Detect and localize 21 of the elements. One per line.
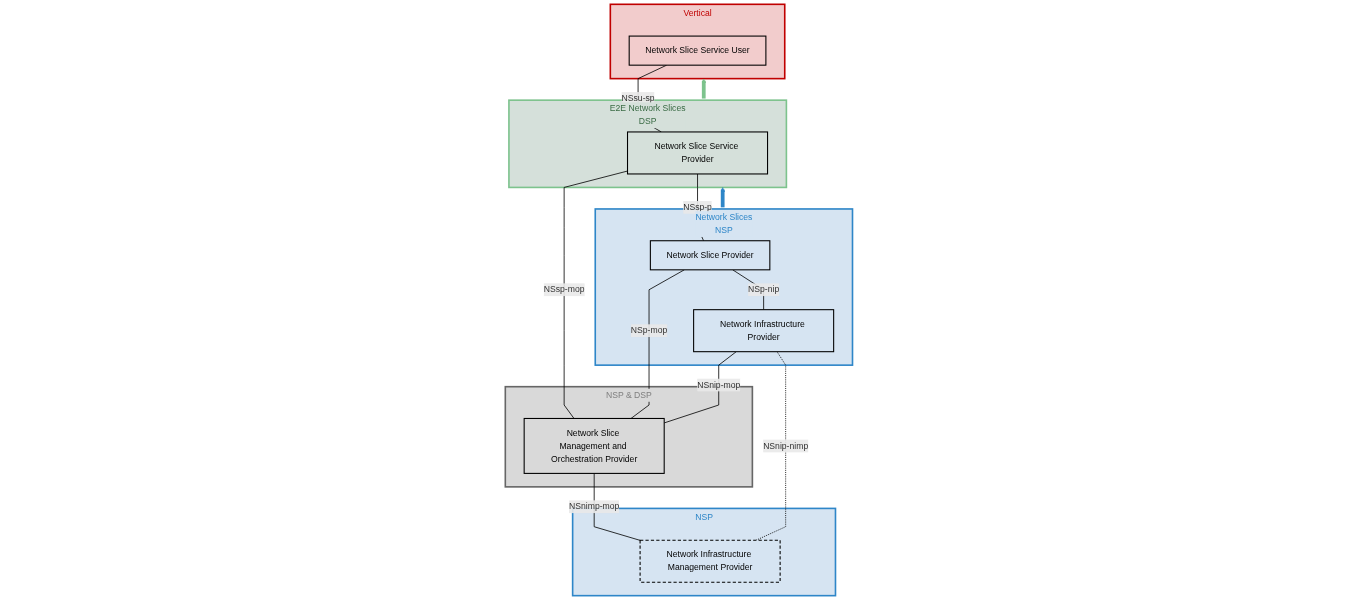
connector [755,351,786,541]
edge-label: NSnip-nimp [762,441,808,451]
node-box: Network Slice Service User [628,35,766,66]
node-box: Network Infrastructure Management Provider [639,539,781,583]
edge-label: NSsp-mop [543,284,585,295]
edge-label: NSnimp-mop [568,501,619,512]
connector [563,170,628,419]
connector [593,473,641,541]
connector [663,351,737,424]
arrow [719,187,725,208]
edge-label: NSp-mop [630,325,667,336]
edge-label: NSsp-p [682,202,712,212]
edge-label: NSsu-sp [621,93,655,103]
arrow [701,78,706,99]
node-box: Network Slice Service Provider [626,131,768,175]
node-box: Network Slice Provider [649,240,770,271]
node-box: Network Infrastructure Provider [692,309,834,353]
edge-label: NSnip-mop [696,380,740,390]
connector [630,269,685,419]
edge-label: NSp-nip [747,284,779,295]
node-box: Network Slice Management and Orchestration Provider [523,417,665,474]
